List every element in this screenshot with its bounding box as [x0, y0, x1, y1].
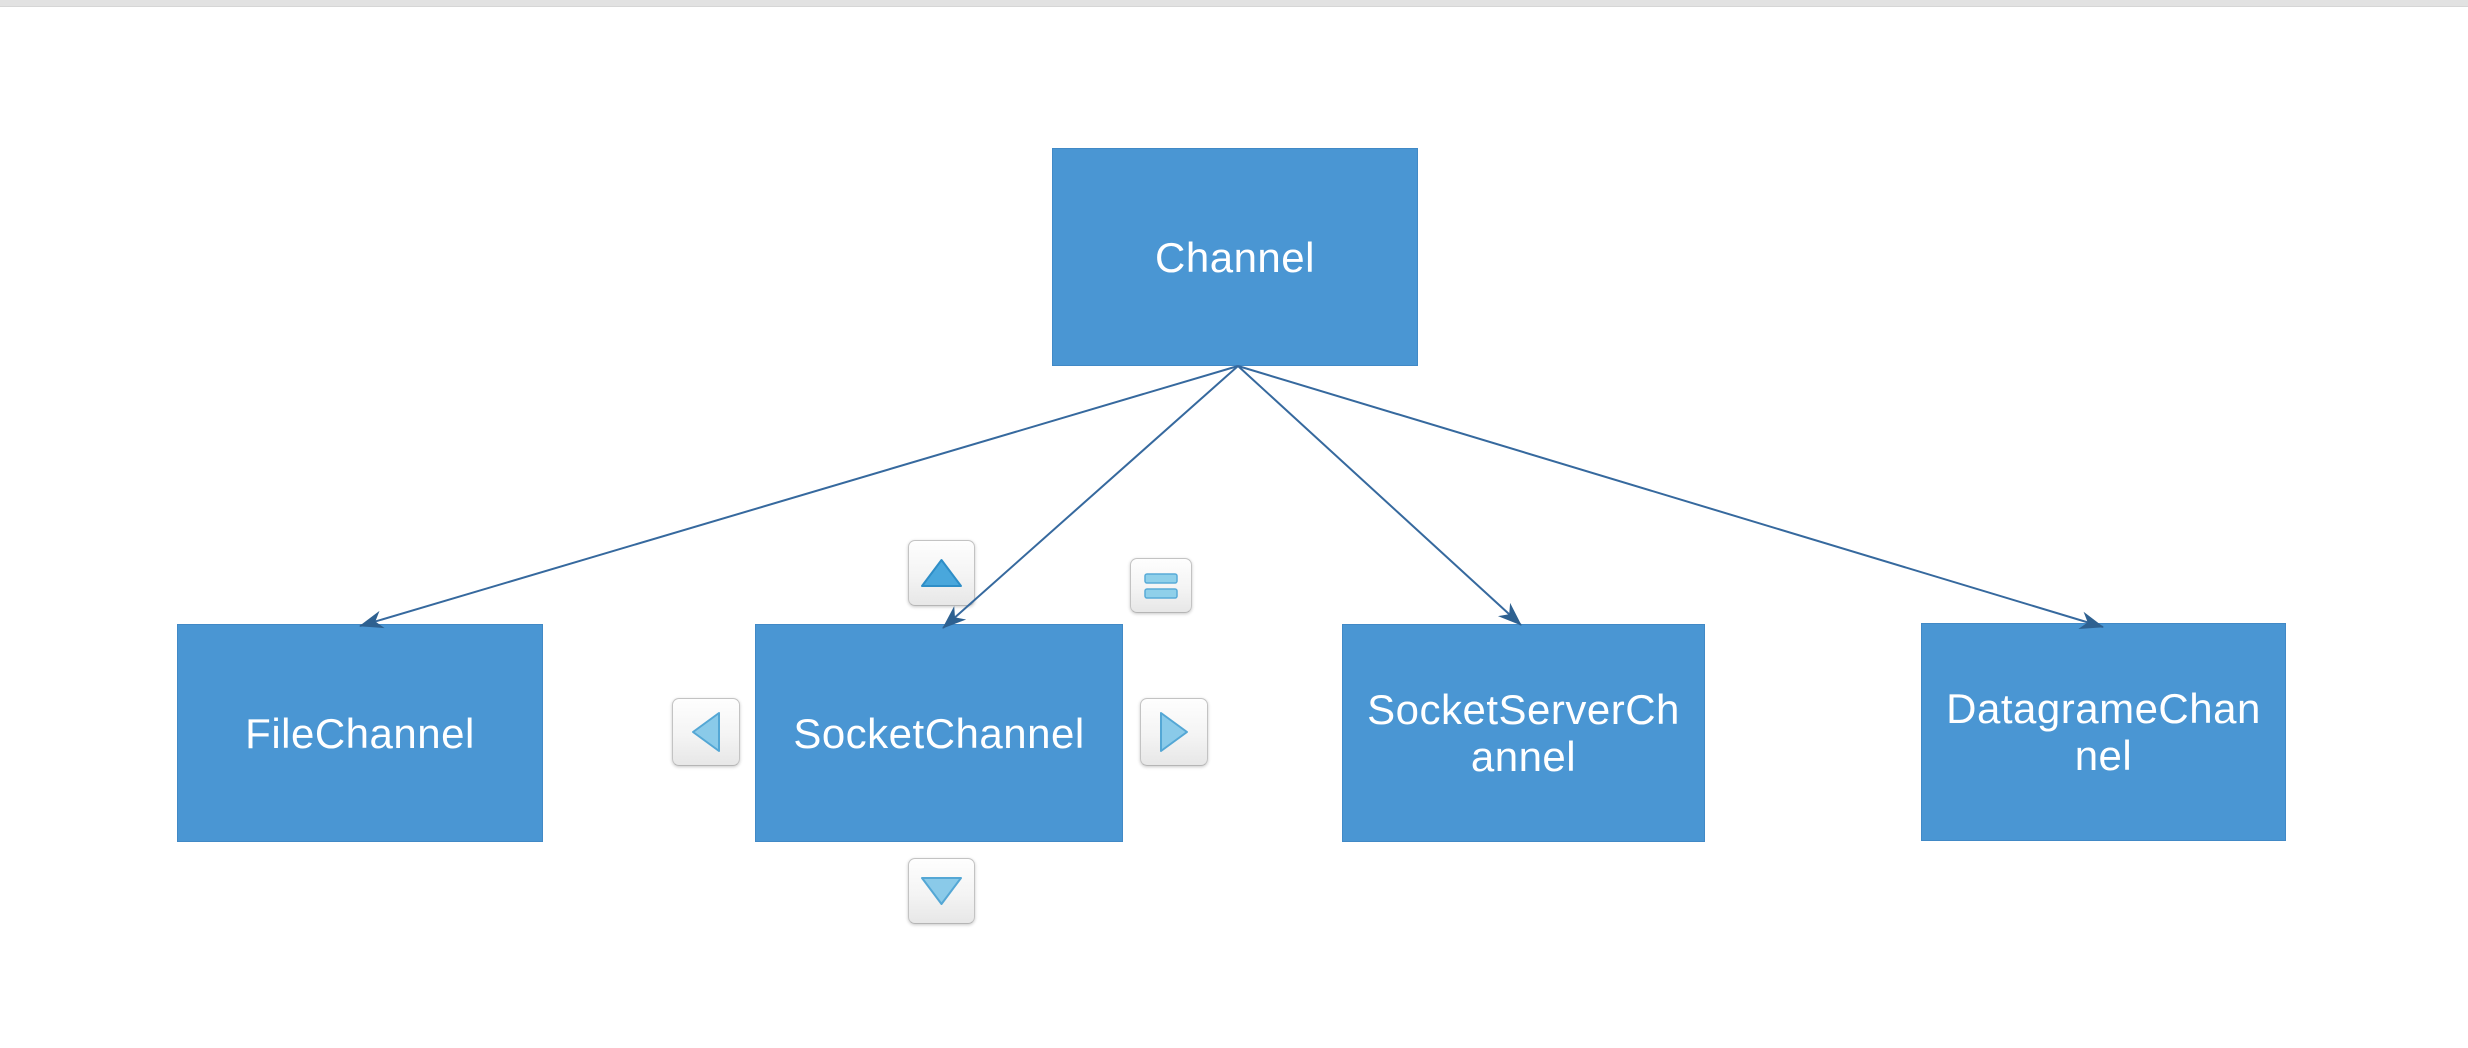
node-file-channel-label: FileChannel — [245, 709, 475, 757]
equals-button[interactable] — [1130, 558, 1192, 613]
triangle-left-icon — [692, 712, 720, 752]
edge-channel-to-socket-server-channel[interactable] — [1237, 365, 1522, 626]
add-node-down-button[interactable] — [908, 858, 975, 924]
window-top-edge — [0, 0, 2468, 7]
triangle-up-icon — [921, 559, 962, 587]
add-node-right-button[interactable] — [1140, 698, 1208, 766]
node-datagrame-channel-label: DatagrameChan nel — [1946, 685, 2261, 779]
node-file-channel[interactable]: FileChannel — [177, 624, 543, 842]
edge-channel-to-datagrame-channel[interactable] — [1237, 365, 2104, 629]
node-socket-channel-label: SocketChannel — [793, 709, 1085, 757]
node-channel-label: Channel — [1155, 233, 1315, 281]
edge-channel-to-socket-channel[interactable] — [942, 365, 1239, 629]
add-node-up-button[interactable] — [908, 540, 975, 606]
node-socket-channel[interactable]: SocketChannel — [755, 624, 1123, 842]
node-channel[interactable]: Channel — [1052, 148, 1418, 366]
edge-channel-to-file-channel[interactable] — [359, 365, 1239, 629]
triangle-down-icon — [921, 877, 962, 905]
equals-icon — [1144, 572, 1178, 599]
add-node-left-button[interactable] — [672, 698, 740, 766]
node-datagrame-channel[interactable]: DatagrameChan nel — [1921, 623, 2286, 841]
node-socket-server-channel[interactable]: SocketServerCh annel — [1342, 624, 1705, 842]
triangle-right-icon — [1160, 712, 1188, 752]
node-socket-server-channel-label: SocketServerCh annel — [1367, 686, 1680, 780]
